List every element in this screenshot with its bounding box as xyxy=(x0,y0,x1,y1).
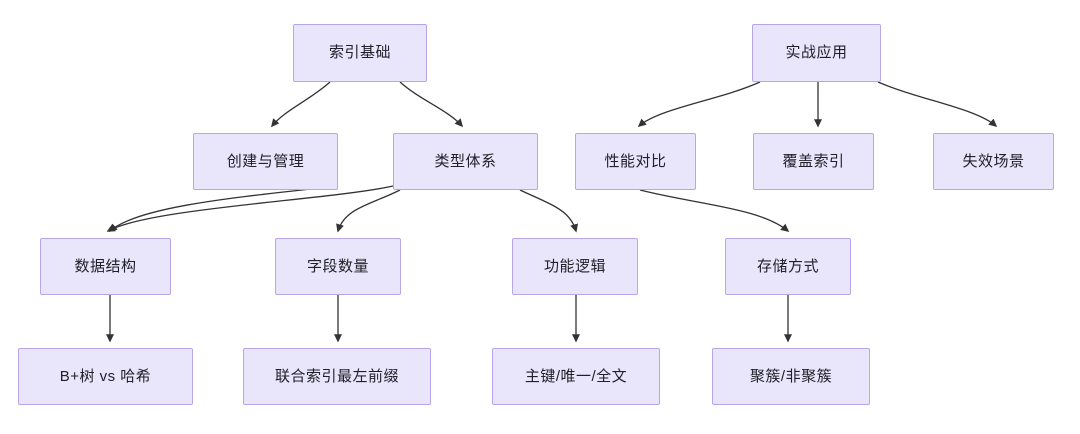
node-n9[interactable]: 字段数量 xyxy=(275,238,401,295)
node-n15[interactable]: 聚簇/非聚簇 xyxy=(712,348,870,405)
node-label: 实战应用 xyxy=(785,44,848,61)
node-label: B+树 vs 哈希 xyxy=(59,367,152,385)
node-label: 字段数量 xyxy=(306,257,369,275)
node-label: 功能逻辑 xyxy=(543,257,606,275)
node-n8[interactable]: 数据结构 xyxy=(40,238,171,295)
node-n5[interactable]: 性能对比 xyxy=(575,133,696,190)
edge-group xyxy=(105,81,998,343)
edge-n4-to-n8 xyxy=(106,185,394,232)
node-label: 联合索引最左前缀 xyxy=(274,367,399,385)
node-n3[interactable]: 创建与管理 xyxy=(193,133,338,190)
node-n11[interactable]: 存储方式 xyxy=(725,238,851,295)
node-n7[interactable]: 失效场景 xyxy=(933,133,1054,190)
node-label: 索引基础 xyxy=(328,44,391,61)
edge-n3-to-n8 xyxy=(108,185,339,233)
node-n12[interactable]: B+树 vs 哈希 xyxy=(18,348,193,405)
edge-n4-to-n10 xyxy=(519,189,579,233)
node-label: 主键/唯一/全文 xyxy=(524,367,628,385)
node-n1[interactable]: 索引基础 xyxy=(293,24,427,82)
edge-n4-to-n9 xyxy=(336,189,401,233)
node-n13[interactable]: 联合索引最左前缀 xyxy=(243,348,431,405)
node-n4[interactable]: 类型体系 xyxy=(393,133,538,190)
node-n10[interactable]: 功能逻辑 xyxy=(512,238,638,295)
node-label: 覆盖索引 xyxy=(782,152,845,170)
node-label: 聚簇/非聚簇 xyxy=(749,367,833,385)
node-label: 性能对比 xyxy=(604,152,667,170)
edge-n2-to-n5 xyxy=(637,81,761,128)
node-label: 存储方式 xyxy=(756,257,819,275)
node-label: 数据结构 xyxy=(74,257,137,275)
node-label: 失效场景 xyxy=(962,152,1025,170)
edge-n1-to-n4 xyxy=(399,81,464,128)
node-n2[interactable]: 实战应用 xyxy=(752,24,881,82)
node-n6[interactable]: 覆盖索引 xyxy=(753,133,874,190)
edge-n2-to-n7 xyxy=(877,81,998,128)
node-label: 创建与管理 xyxy=(226,152,305,170)
edge-n5-to-n11 xyxy=(639,189,790,232)
node-n14[interactable]: 主键/唯一/全文 xyxy=(492,348,660,405)
node-label: 类型体系 xyxy=(434,152,497,170)
edge-n1-to-n3 xyxy=(271,81,331,128)
